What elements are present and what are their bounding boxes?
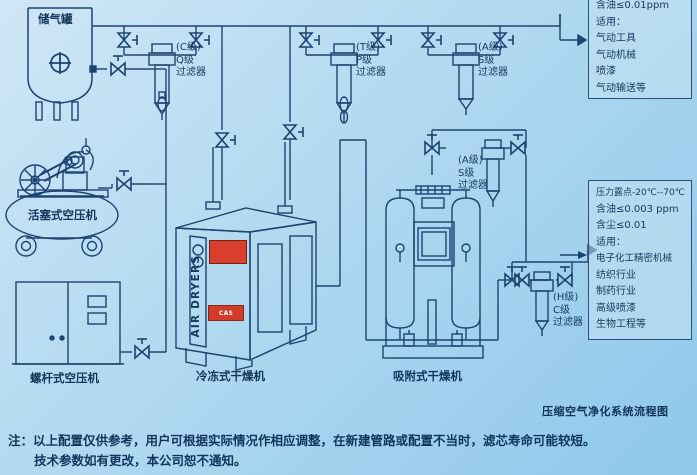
dryer-display-panel [209,240,247,264]
filter-s2-label: (A级) S级 过滤器 [458,155,488,191]
spec-line: 生物工程等 [596,319,646,330]
spec-box-bottom: 压力露点-20℃--70℃ 含油≤0.003 ppm 含尘≤0.01 适用： 电… [588,180,692,340]
filter-q-graphic [117,26,210,120]
screw-compressor-graphic [12,281,124,365]
spec-line: 气动输送等 [596,82,646,94]
filter-s1-graphic [421,26,514,115]
piston-compressor-graphic [5,138,119,257]
spec-line: 喷漆 [596,66,616,77]
spec-box-bottom-arrow [578,251,587,259]
diagram-caption: 压缩空气净化系统流程图 [542,405,669,418]
filter-p-label: (T级) P级 过滤器 [356,42,386,78]
air-tank-graphic [27,7,93,121]
piston-compressor-label: 活塞式空压机 [28,208,97,222]
note-line-2: 技术参数如有更改，本公司恕不通知。 [34,453,247,468]
filter-p-graphic [299,26,392,124]
screw-compressor-label: 螺杆式空压机 [30,371,99,385]
adsorption-dryer-graphic [382,185,484,359]
refrigerated-dryer-label: 冷冻式干燥机 [196,369,265,383]
filter-c-label: (H级) C级 过滤器 [553,292,583,328]
air-tank-label: 储气罐 [38,12,73,26]
diagram-note: 注：以上配置仅供参考，用户可根据实际情况作相应调整，在新建管路或配置不当时，滤芯… [8,431,694,471]
spec-line: 压力露点-20℃--70℃ [596,188,685,198]
spec-line: 含油≤0.003 ppm [596,203,679,215]
dryer-brand-logo: CAS [208,305,244,321]
filter-q-label: (C级) Q级 过滤器 [176,42,206,78]
adsorption-dryer-label: 吸附式干燥机 [393,369,462,383]
spec-line: 气动机械 [596,49,636,61]
dryer-logo-text: CAS [218,309,234,317]
refrigerated-dryer-graphic [175,196,317,371]
note-line-1: 注：以上配置仅供参考，用户可根据实际情况作相应调整，在新建管路或配置不当时，滤芯… [8,433,596,448]
spec-line: 适用： [596,16,626,28]
spec-line: 制药行业 [596,286,636,297]
filter-s1-label: (A级) S级 过滤器 [478,42,508,78]
spec-line: 含油≤0.01ppm [596,0,670,11]
spec-line: 电子化工精密机械 [596,253,673,264]
spec-line: 含尘≤0.01 [596,220,647,231]
filter-c-graphic [504,261,573,336]
spec-line: 纺织行业 [596,269,636,281]
spec-line: 高级喷漆 [596,302,636,314]
spec-line: 适用： [596,236,626,248]
spec-line: 气动工具 [596,33,636,44]
spec-box-top: 含油≤0.01ppm 适用： 气动工具 气动机械 喷漆 气动输送等 [588,0,692,99]
